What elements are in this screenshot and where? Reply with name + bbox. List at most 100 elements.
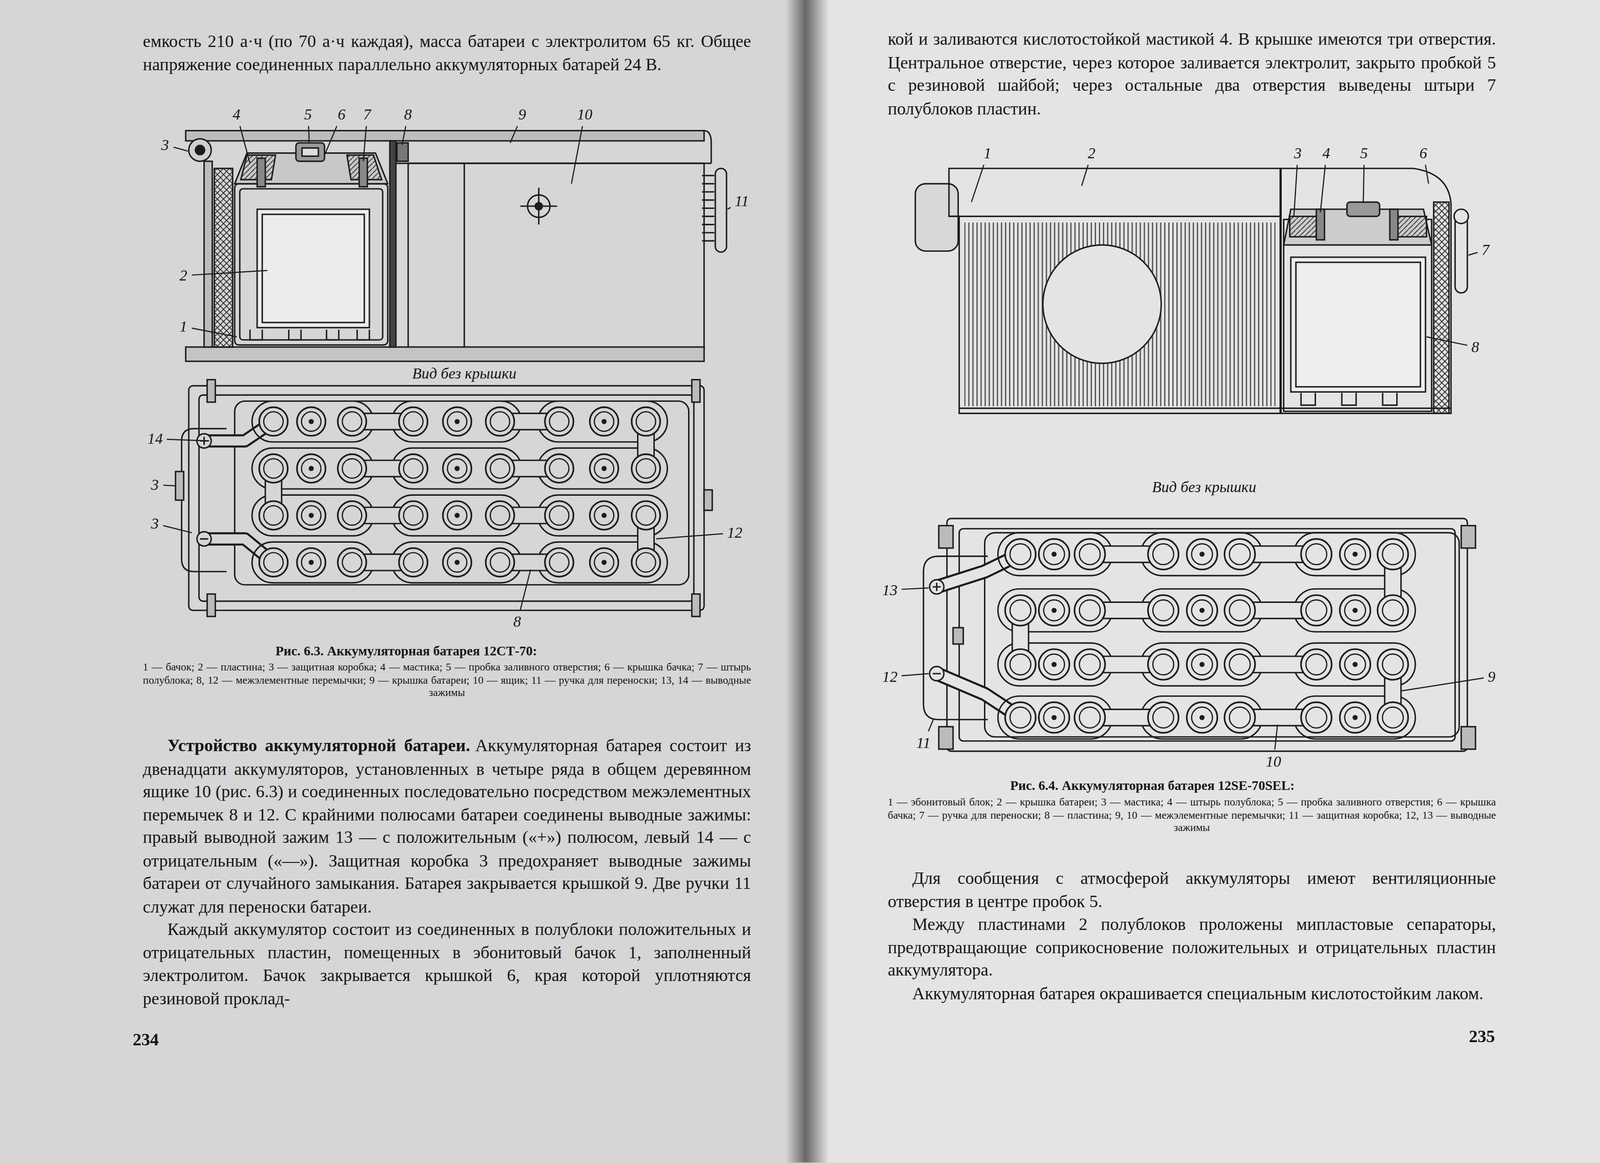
cell-terminal bbox=[490, 458, 510, 479]
cell-terminal bbox=[296, 454, 326, 483]
cell-terminal bbox=[1152, 653, 1174, 675]
battery-side-view bbox=[704, 130, 712, 164]
battery-plan-view bbox=[198, 394, 694, 601]
cell-terminal bbox=[337, 548, 367, 577]
leader-line bbox=[510, 125, 518, 143]
callout-number: 5 bbox=[1360, 144, 1368, 161]
cell-terminal bbox=[337, 548, 367, 577]
cell-terminal bbox=[636, 411, 656, 432]
cell-terminal bbox=[1229, 543, 1251, 565]
cell-terminal bbox=[447, 505, 467, 526]
body-text: Каждый аккумулятор состоит из соединенны… bbox=[142, 919, 751, 1008]
vent-hole bbox=[1051, 661, 1057, 667]
cell-terminal bbox=[447, 411, 467, 432]
body-text: Аккумуляторная батарея состоит из двенад… bbox=[142, 735, 751, 917]
cell-terminal bbox=[1186, 702, 1218, 733]
figure-caption: Рис. 6.4. Аккумуляторная батарея 12SE-70… bbox=[1010, 777, 1295, 793]
cell-outline bbox=[998, 695, 1113, 739]
cell-terminal bbox=[1305, 599, 1327, 621]
callout-number: 10 bbox=[577, 105, 593, 123]
cell-terminal bbox=[301, 458, 322, 479]
cell-terminal bbox=[447, 458, 467, 479]
cell-outline bbox=[252, 447, 374, 489]
cell-terminal bbox=[1009, 653, 1031, 675]
cell-terminal bbox=[485, 407, 515, 436]
cell-terminal bbox=[1224, 648, 1255, 680]
cell-terminal bbox=[1043, 706, 1065, 728]
callout-number-block: 5 bbox=[1359, 144, 1369, 162]
leader-line bbox=[520, 569, 531, 610]
battery-side-view bbox=[185, 130, 727, 362]
cell-terminal bbox=[301, 411, 322, 432]
cell-terminal bbox=[1074, 595, 1105, 626]
cell-terminal bbox=[1224, 538, 1255, 570]
cell-terminal bbox=[1224, 595, 1255, 626]
cell-terminal bbox=[1004, 648, 1036, 680]
cell-terminal bbox=[342, 411, 363, 432]
callout-number: 8 bbox=[403, 105, 412, 123]
cell-terminal bbox=[1300, 595, 1332, 626]
cell-terminal bbox=[1043, 543, 1065, 565]
cell-terminal bbox=[337, 501, 367, 530]
vent-hole bbox=[1352, 551, 1358, 557]
callout-number-block: 11 bbox=[915, 734, 932, 751]
cell-terminal bbox=[1339, 538, 1371, 570]
cell-outline bbox=[537, 447, 668, 489]
cell-outline bbox=[252, 400, 374, 442]
vent-hole bbox=[308, 419, 314, 425]
callout-number-block: 1 bbox=[178, 317, 189, 335]
cell-outline bbox=[391, 400, 522, 442]
cell-terminal bbox=[442, 407, 472, 436]
cell-terminal bbox=[1043, 653, 1065, 675]
cell-terminal bbox=[631, 548, 661, 577]
battery-side-view bbox=[397, 142, 409, 161]
vent-hole bbox=[1352, 714, 1358, 720]
leader-line bbox=[928, 718, 934, 731]
body-text: Аккумуляторная батарея окрашивается спец… bbox=[912, 983, 1484, 1004]
body-text-block: Для сообщения с атмосферой аккумуляторы … bbox=[887, 867, 1497, 914]
battery-plan-view bbox=[704, 489, 713, 511]
cell-terminal bbox=[258, 501, 288, 530]
battery-side-view bbox=[702, 175, 715, 241]
cell-terminal bbox=[1191, 653, 1213, 675]
battery-plan-view bbox=[938, 525, 953, 549]
cell-terminal bbox=[1377, 595, 1409, 626]
battery-side-view bbox=[1455, 216, 1468, 293]
callout-number-block: 2 bbox=[178, 266, 189, 284]
cell-terminal bbox=[398, 454, 428, 483]
cell-terminal bbox=[631, 407, 661, 436]
body-text: Для сообщения с атмосферой аккумуляторы … bbox=[887, 868, 1497, 911]
callout-number: 6 bbox=[337, 105, 346, 123]
section-heading: Устройство аккумуляторной батареи. bbox=[167, 735, 471, 756]
cell-terminal bbox=[1305, 706, 1327, 728]
cell-outline bbox=[1294, 588, 1416, 632]
cell-terminal bbox=[1038, 648, 1070, 680]
figure-legend: 1 — бачок; 2 — пластина; 3 — защитная ко… bbox=[142, 661, 751, 699]
cell-terminal bbox=[1009, 599, 1031, 621]
body-text-block: емкость 210 а·ч (по 70 а·ч каждая), масс… bbox=[142, 30, 751, 77]
cell-terminal bbox=[1152, 706, 1174, 728]
cell-terminal bbox=[1191, 543, 1213, 565]
battery-plan-view bbox=[691, 379, 700, 402]
callout-number: 5 bbox=[304, 105, 312, 123]
battery-plan-view bbox=[234, 400, 689, 585]
cell-terminal bbox=[1038, 538, 1070, 570]
callout-number: 10 bbox=[1265, 752, 1282, 769]
leader-lines bbox=[163, 125, 1484, 750]
cell-terminal bbox=[398, 501, 428, 530]
battery-side-view bbox=[204, 161, 213, 347]
leader-line bbox=[1274, 724, 1278, 750]
cell-terminal bbox=[1074, 538, 1105, 570]
battery-side-view bbox=[1433, 201, 1450, 414]
cell-terminal bbox=[1004, 538, 1036, 570]
cell-outline bbox=[998, 532, 1113, 576]
battery-side-view bbox=[214, 168, 233, 347]
cell-terminal bbox=[1339, 702, 1371, 733]
vent-hole bbox=[308, 559, 314, 565]
cell-terminal bbox=[398, 548, 428, 577]
cell-terminal bbox=[263, 552, 284, 573]
cell-terminal bbox=[258, 548, 288, 577]
cell-terminal bbox=[398, 454, 428, 483]
callout-number: 3 bbox=[150, 476, 159, 493]
battery-side-view bbox=[915, 183, 958, 252]
